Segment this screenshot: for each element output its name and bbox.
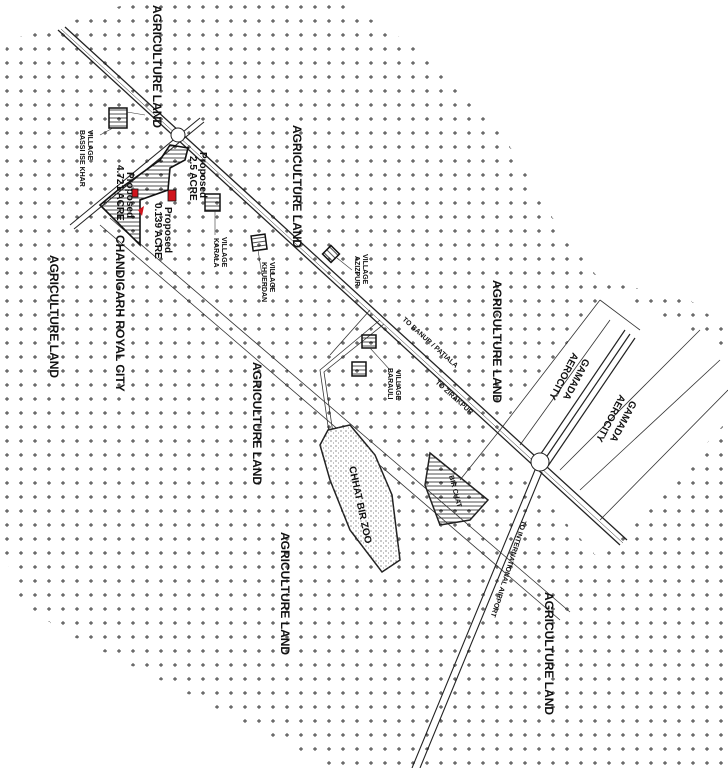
label-agriculture-land-6: AGRICULTURE LAND	[278, 532, 292, 655]
label-proposed-a: Proposed	[124, 172, 135, 218]
proposed-2-5-acre-site	[167, 189, 177, 202]
label-proposed-b-area: 2.5 ACRE	[187, 156, 198, 201]
bir-chat-area	[424, 451, 490, 526]
label-chandigarh-royal-city: CHANDIGARH ROYAL CITY	[113, 235, 127, 392]
label-agriculture-land-7: AGRICULTURE LAND	[542, 592, 556, 715]
label-village-khuerdan: VILLAGE	[268, 262, 275, 293]
label-proposed-a-area: 4.721 ACRE	[114, 165, 125, 221]
gamada-aerocity-area	[490, 290, 728, 560]
proposed-4721-acre-site	[98, 144, 189, 247]
roundabout-north	[170, 127, 186, 143]
label-village-khuerdan-name: KHUERDAN	[260, 262, 267, 302]
label-agriculture-land-5: AGRICULTURE LAND	[490, 280, 504, 403]
label-proposed-c: Proposed	[162, 207, 173, 253]
label-agriculture-land-1: AGRICULTURE LAND	[150, 5, 164, 128]
village-plots	[108, 107, 377, 377]
label-village-karala-name: KARALA	[212, 238, 219, 268]
label-agriculture-land-2: AGRICULTURE LAND	[290, 125, 304, 248]
proposed-0-139-acre-site	[138, 206, 144, 216]
label-village-barauli: VILLAGE	[394, 370, 401, 401]
airport-road	[411, 469, 543, 768]
proposed-site-red-1	[131, 188, 139, 198]
roundabout-south	[530, 452, 550, 472]
label-village-bassi: VILLAGE	[86, 130, 93, 161]
label-village-azizpur-name: AZIZPUR	[353, 256, 360, 286]
label-agriculture-land-3: AGRICULTURE LAND	[47, 255, 61, 378]
label-village-barauli-name: BARAULI	[386, 368, 393, 400]
label-village-azizpur: VILLAGE	[361, 254, 368, 285]
aerocity-boundaries	[499, 299, 728, 521]
village-leaders	[99, 111, 391, 371]
label-proposed-b: Proposed	[197, 152, 208, 198]
label-village-bassi-name: BASSI ISE KHAR	[78, 130, 85, 187]
aerocity-road	[537, 329, 636, 467]
label-village-karala: VILLAGE	[220, 237, 227, 268]
label-proposed-c-area: 0.139 ACRE	[152, 203, 163, 259]
label-agriculture-land-4: AGRICULTURE LAND	[250, 362, 264, 485]
main-highway	[57, 26, 628, 546]
